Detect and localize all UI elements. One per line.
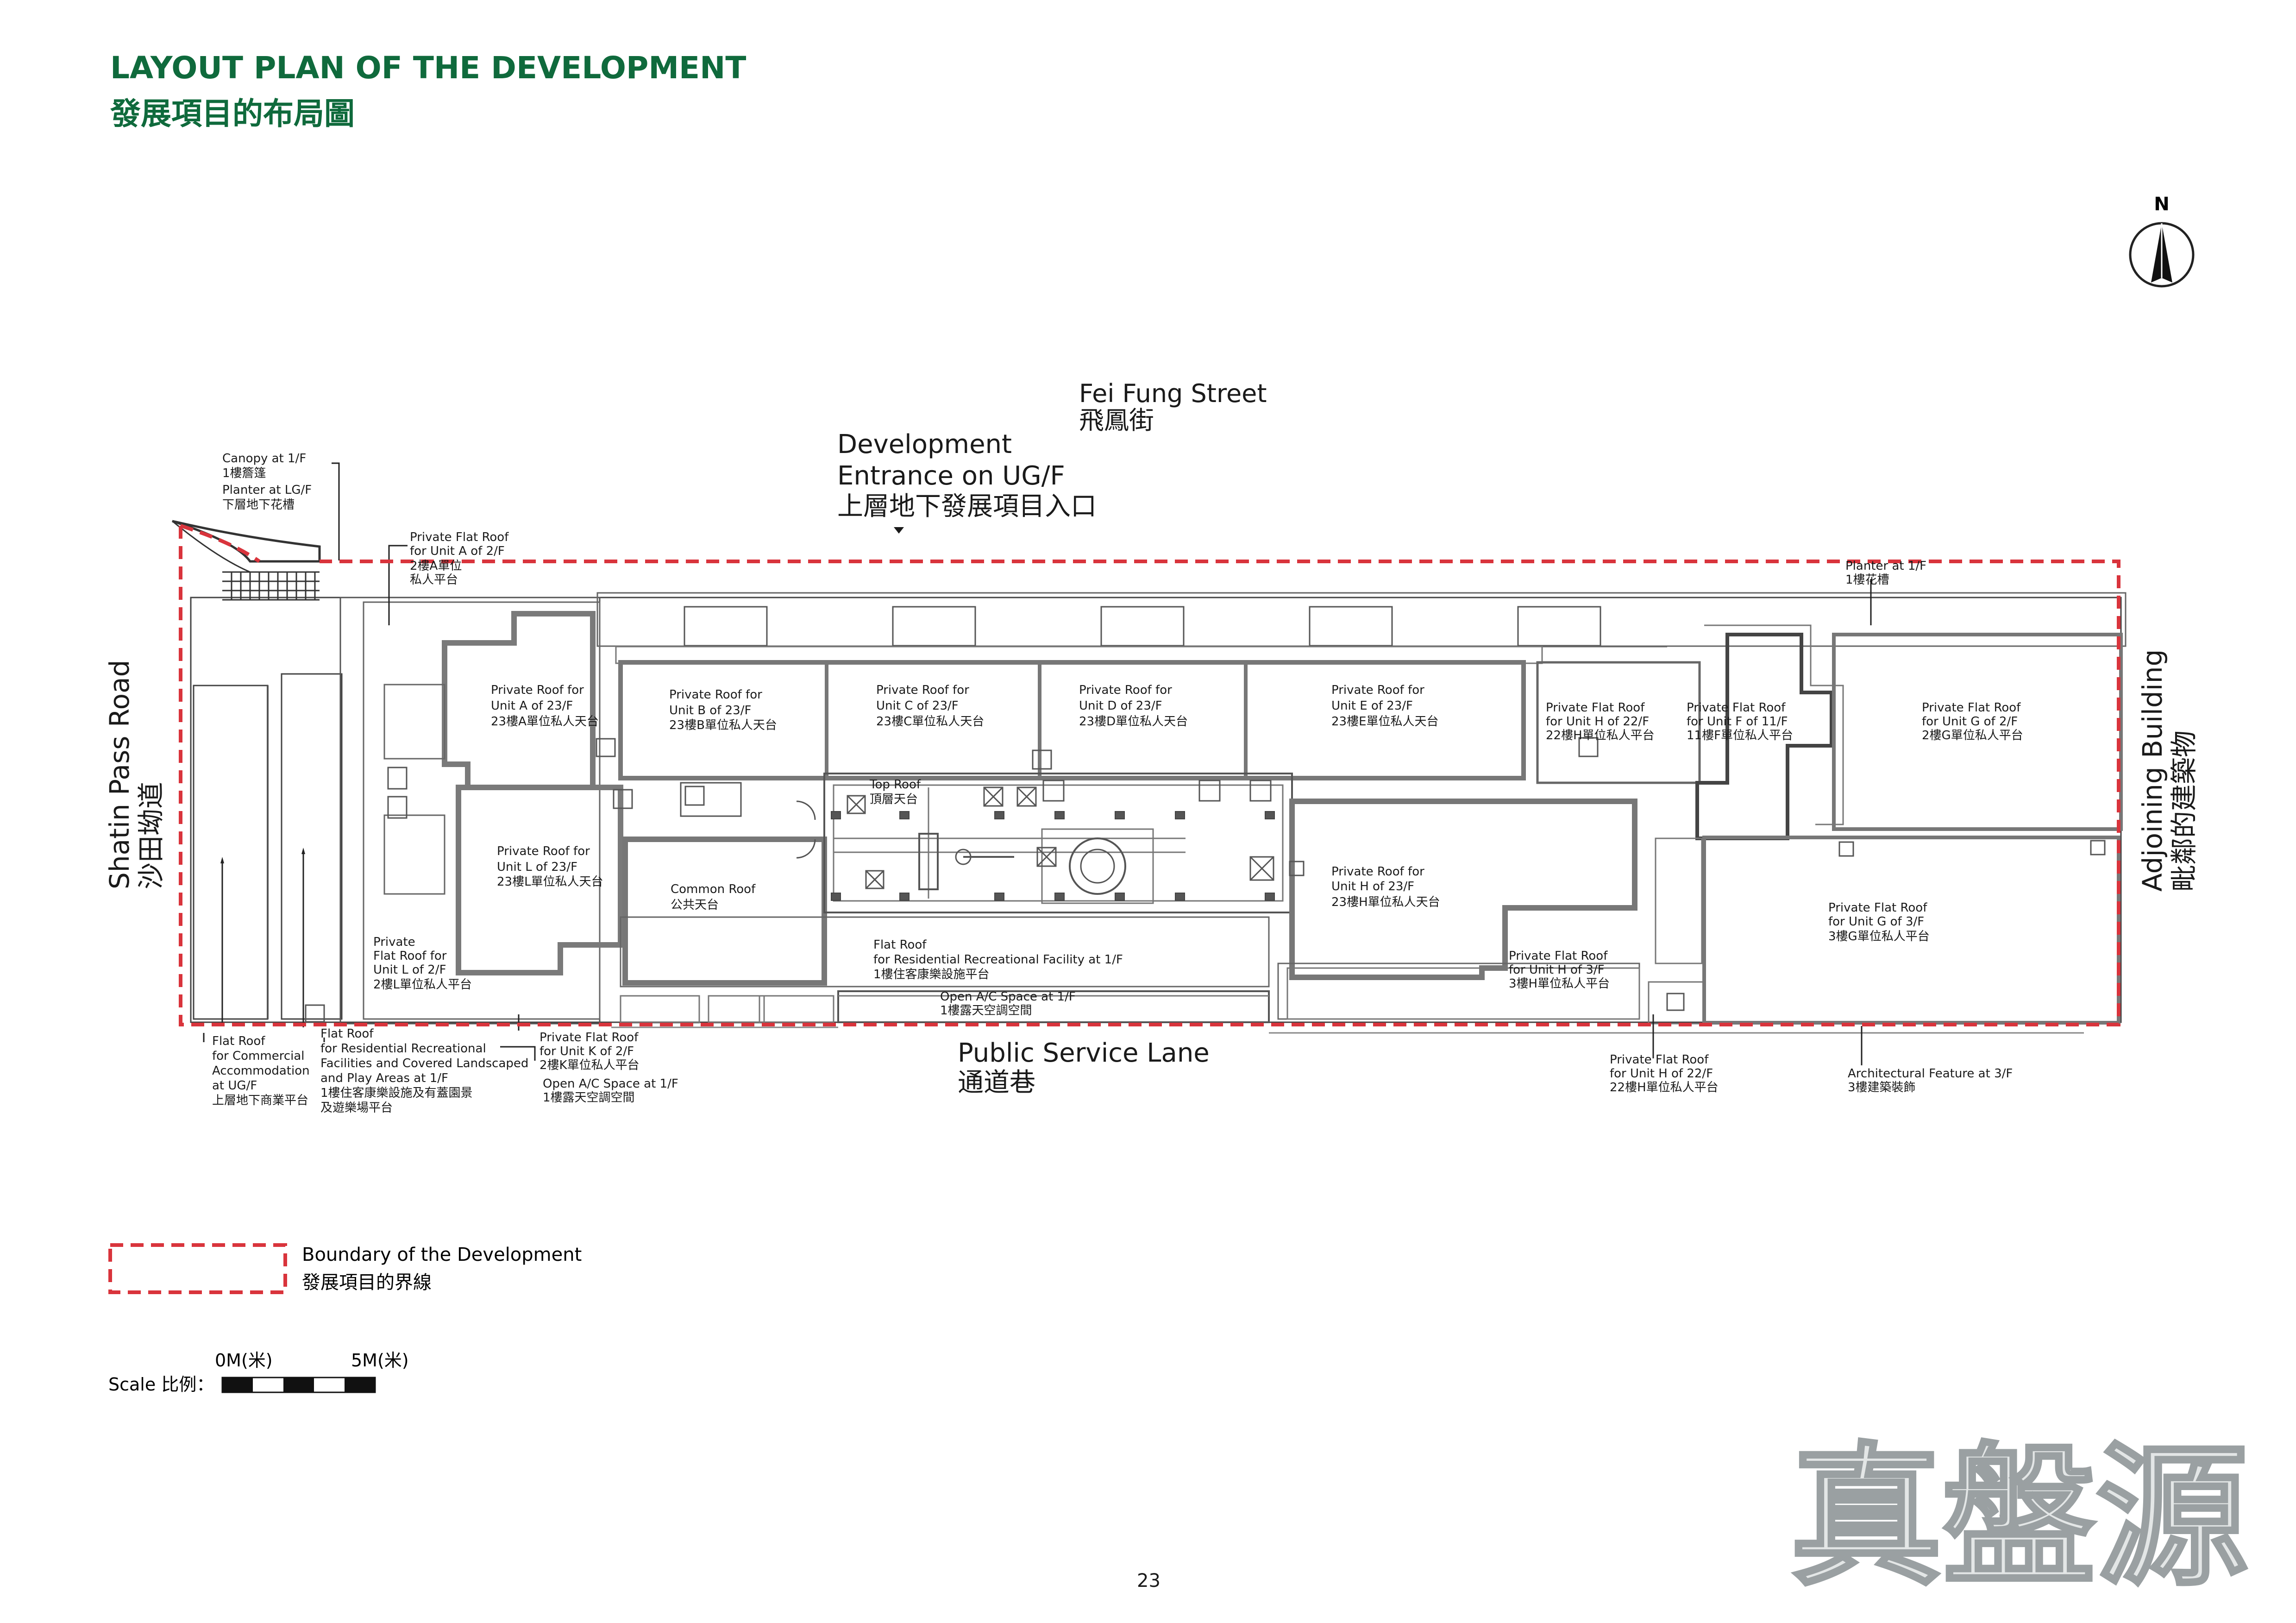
public-service-lane-chinese: 通道巷	[958, 1068, 1035, 1098]
entrance-label-chinese: 上層地下發展項目入口	[837, 491, 1097, 522]
scale-zero-label: 0M(米)	[215, 1350, 273, 1371]
development-boundary	[179, 526, 2120, 1026]
scale-five-label: 5M(米)	[351, 1350, 409, 1371]
leader-lines	[203, 462, 1872, 1065]
page-title-chinese: 發展項目的布局圖	[110, 96, 355, 132]
shatin-pass-road-label: Shatin Pass Road	[104, 660, 135, 890]
legend-boundary-swatch	[108, 1243, 287, 1294]
fei-fung-street-chinese: 飛鳳街	[1079, 406, 1154, 435]
legend-boundary-label: Boundary of the Development	[302, 1244, 582, 1265]
watermark-logo: 真盤源	[1788, 1427, 2250, 1608]
north-label: N	[2154, 194, 2169, 215]
scale-bar: 0M(米) 5M(米) Scale 比例：	[108, 1350, 409, 1395]
public-service-lane-label: Public Service Lane	[958, 1038, 1210, 1068]
leader-arrows	[220, 848, 305, 863]
fei-fung-street-label: Fei Fung Street	[1079, 379, 1267, 408]
shatin-pass-road-chinese: 沙田坳道	[135, 782, 167, 889]
entrance-label-line2: Entrance on UG/F	[837, 461, 1065, 491]
scale-label: Scale 比例：	[108, 1374, 214, 1395]
building-linework	[172, 520, 2127, 1034]
page-title: LAYOUT PLAN OF THE DEVELOPMENT	[110, 50, 747, 86]
entrance-arrow-icon	[894, 527, 904, 534]
entrance-label-line1: Development	[837, 429, 1012, 459]
page-number: 23	[1137, 1570, 1161, 1592]
legend-boundary-chinese: 發展項目的界線	[302, 1272, 432, 1293]
svg-text:真盤源: 真盤源	[1790, 1428, 2248, 1606]
legend: Boundary of the Development 發展項目的界線	[108, 1243, 582, 1294]
adjoining-building-label: Adjoining Building	[2137, 649, 2168, 892]
north-arrow-icon: N	[2129, 194, 2195, 288]
adjoining-building-chinese: 毗鄰的建築物	[2168, 730, 2200, 892]
